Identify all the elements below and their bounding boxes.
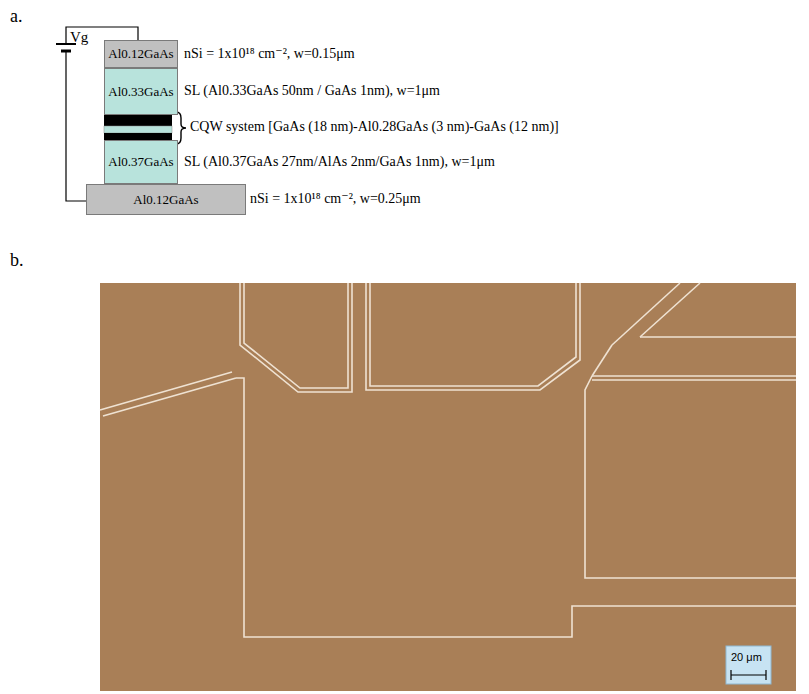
layer-note: CQW system [GaAs (18 nm)-Al0.28GaAs (3 n… (190, 119, 559, 135)
layer-box: Al0.33GaAs (104, 68, 178, 115)
scale-box (726, 646, 771, 684)
layer-note: SL (Al0.33GaAs 50nm / GaAs 1nm), w=1μm (184, 83, 440, 99)
layer-note: nSi = 1x10¹⁸ cm⁻², w=0.25μm (250, 190, 421, 207)
panel-label: b. (10, 250, 24, 271)
layer-name: Al0.33GaAs (108, 84, 173, 100)
battery-plate (61, 50, 71, 53)
quantum-well (104, 115, 172, 126)
layer-note: SL (Al0.37GaAs 27nm/AlAs 2nm/GaAs 1nm), … (184, 154, 495, 170)
layer-box: Al0.37GaAs (104, 140, 178, 184)
mesa-edge (100, 283, 796, 637)
panel-label: a. (10, 6, 23, 27)
scale-bar (731, 670, 766, 680)
layer-note: nSi = 1x10¹⁸ cm⁻², w=0.15μm (184, 45, 355, 62)
layer-box: Al0.12GaAs (104, 40, 178, 68)
voltage-label: Vg (70, 29, 88, 46)
barrier-layer (104, 126, 172, 133)
layer-name: Al0.12GaAs (133, 192, 198, 208)
quantum-well (104, 133, 172, 140)
layer-name: Al0.37GaAs (108, 154, 173, 170)
substrate-box: Al0.12GaAs (86, 184, 246, 215)
micrograph (100, 283, 796, 691)
scale-label: 20 μm (731, 651, 762, 663)
layer-name: Al0.12GaAs (108, 46, 173, 62)
